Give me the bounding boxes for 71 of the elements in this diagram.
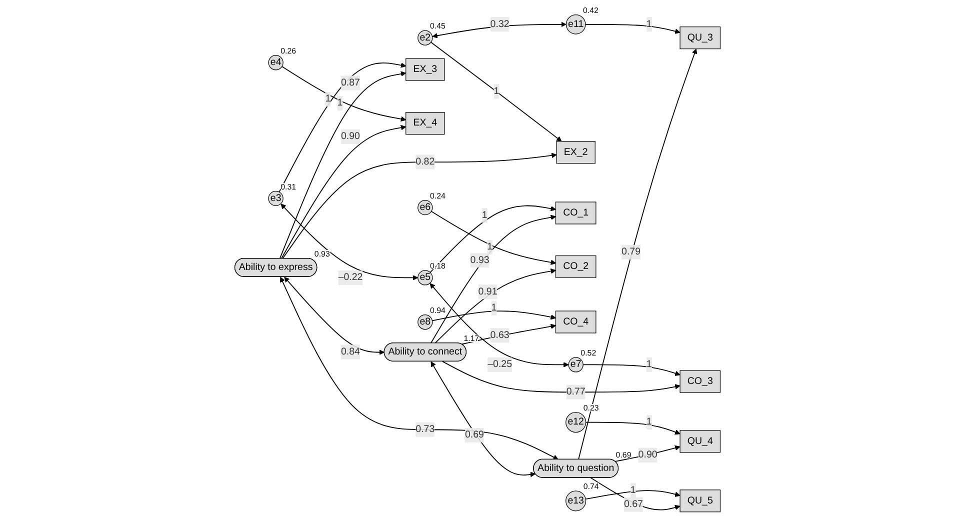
arrow (585, 422, 680, 435)
edge-label: 0.93 (470, 254, 490, 266)
arrow (585, 490, 680, 500)
node-circle (418, 200, 433, 216)
node-box (406, 58, 445, 81)
node-circle (568, 357, 584, 372)
node-box (555, 202, 596, 224)
arrow (430, 42, 562, 142)
arrow (430, 205, 556, 273)
arrow (461, 324, 556, 345)
node-box (680, 26, 721, 50)
arrow (585, 24, 680, 34)
edge-label: 1 (482, 210, 488, 220)
node-circle (418, 314, 433, 330)
arrow (442, 361, 680, 393)
edge-label: 0.79 (622, 246, 641, 258)
edge-label: 1 (646, 416, 652, 428)
edge-label: 1 (646, 359, 652, 370)
edge-label: 0.77 (566, 386, 586, 398)
node-circle (268, 190, 284, 206)
edge-label: 1 (491, 302, 497, 314)
node-box (680, 430, 721, 453)
arrow (432, 22, 566, 38)
arrow (578, 48, 698, 460)
edge-label: 0.67 (624, 499, 643, 510)
edge-label: 0.90 (638, 450, 658, 460)
node-box (680, 490, 721, 512)
edge-label: 1 (487, 242, 493, 252)
edge-label: 0.87 (340, 77, 360, 88)
edge-label: 1 (325, 94, 331, 104)
arrow (279, 71, 406, 260)
arrow (282, 66, 406, 122)
edge-label: 1 (494, 86, 500, 96)
node-circle (566, 412, 586, 433)
node-circle (566, 14, 586, 34)
arrow (434, 268, 556, 344)
edge-label: 1 (337, 98, 343, 108)
node-circle (418, 270, 433, 286)
arrow (430, 283, 569, 368)
node-box (555, 310, 596, 334)
edge-label: 0.91 (478, 286, 498, 297)
node-box (555, 255, 596, 278)
arrow (430, 210, 556, 265)
node-box (556, 141, 596, 164)
arrow (430, 214, 556, 344)
edge-label: 1 (646, 18, 652, 30)
edge-label: –0.22 (338, 272, 363, 283)
arrow (590, 477, 680, 510)
arrow (284, 276, 385, 355)
edge-label: 0.63 (490, 330, 510, 340)
node-box (680, 370, 721, 393)
arrow (278, 62, 406, 192)
arrow (280, 125, 406, 260)
arrow (280, 276, 558, 460)
arrow (430, 361, 536, 478)
edge-label: 0.73 (416, 424, 435, 434)
edge-label: 1 (630, 484, 636, 496)
edge-label: 0.82 (416, 156, 435, 167)
edge-label: 0.84 (340, 346, 360, 357)
edge-label: 0.32 (490, 18, 510, 30)
arrow (582, 364, 680, 376)
arrow (282, 152, 557, 260)
edge-label: 0.69 (464, 430, 484, 440)
edge-label: 0.90 (340, 131, 360, 142)
node-circle (268, 55, 284, 70)
node-box (406, 112, 445, 135)
arrow (432, 310, 556, 322)
node-circle (418, 30, 433, 46)
node-circle (566, 490, 586, 512)
arrow (280, 204, 418, 280)
edge-label: –0.25 (488, 359, 512, 370)
